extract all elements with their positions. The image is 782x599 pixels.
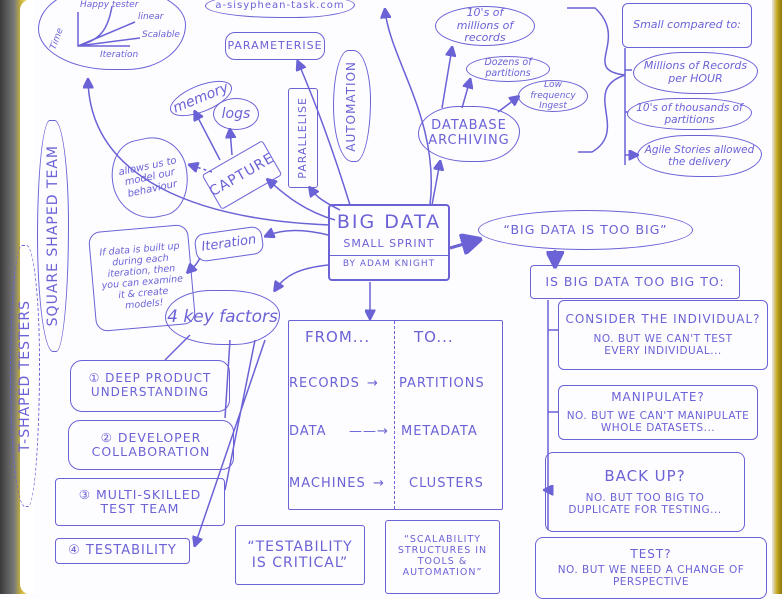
factor-label: ④ TESTABILITY — [68, 542, 177, 558]
author-label: BY ADAM KNIGHT — [330, 255, 448, 269]
records-bubble: 10's of millions of records — [435, 6, 535, 46]
link-capture-memory — [195, 112, 221, 161]
graph-x-label: Iteration — [100, 50, 139, 60]
graph-line-label: Scalable — [142, 30, 180, 40]
scalability-text: “SCALABILITY STRUCTURES IN TOOLS & AUTOM… — [397, 534, 488, 578]
link-db-ingest — [497, 97, 518, 113]
compared-item: Millions of Records per HOUR — [633, 52, 758, 94]
link-question-items — [545, 300, 558, 530]
compared-item-text: 10's of thousands of partitions — [636, 101, 743, 126]
factor-label: ③ MULTI-SKILLED TEST TEAM — [78, 486, 202, 516]
iteration-label: Iteration — [200, 231, 258, 255]
compared-item-text: Millions of Records per HOUR — [643, 59, 748, 85]
central-subtitle: SMALL SPRINT — [343, 236, 435, 250]
ingest-bubble: Low frequency Ingest — [518, 80, 588, 112]
t-testers-cloud: T-SHAPED TESTERS — [10, 245, 40, 507]
link-to-iteration — [266, 231, 329, 236]
link-db-partitions — [461, 80, 470, 109]
records-label: 10's of millions of records — [456, 6, 514, 45]
item-question: CONSIDER THE INDIVIDUAL? — [565, 312, 761, 327]
key-factors-cloud: 4 key factors — [165, 290, 280, 345]
link-to-parameterise — [298, 62, 351, 206]
parameterise-label: PARAMETERISE — [227, 38, 323, 52]
logs-label: logs — [221, 105, 251, 122]
scalability-box: “SCALABILITY STRUCTURES IN TOOLS & AUTOM… — [385, 520, 500, 594]
link-compared-items — [624, 48, 637, 165]
link-to-graph — [88, 80, 331, 226]
link-capture-note — [190, 165, 213, 173]
item-answer: NO. BUT WE NEED A CHANGE OF PERSPECTIVE — [557, 564, 745, 589]
item-answer: NO. BUT WE CAN'T TEST EVERY INDIVIDUAL..… — [593, 332, 733, 357]
too-big-question: IS BIG DATA TOO BIG TO: — [545, 273, 725, 289]
from-header: FROM... — [305, 328, 371, 346]
parameterise-box: PARAMETERISE — [225, 32, 325, 60]
database-archiving-cloud: DATABASE ARCHIVING — [418, 106, 520, 162]
too-big-question-box: IS BIG DATA TOO BIG TO: — [530, 265, 740, 299]
too-big-quote-text: “BIG DATA IS TOO BIG” — [503, 221, 668, 237]
item-question: BACK UP? — [604, 467, 686, 486]
to-header: TO... — [414, 328, 454, 346]
key-factors-label: 4 key factors — [167, 306, 278, 327]
link-to-toobig — [449, 240, 478, 248]
link-capture-logs — [230, 130, 232, 156]
ingest-label: Low frequency Ingest — [530, 80, 576, 112]
partitions-bubble: Dozens of partitions — [466, 56, 550, 82]
compared-item: Agile Stories allowed the delivery — [637, 135, 762, 177]
square-team-cloud: SQUARE SHAPED TEAM — [37, 120, 69, 352]
website-label: a-sisyphean-task.com — [215, 0, 345, 12]
compared-item: 10's of thousands of partitions — [627, 98, 752, 130]
link-to-website — [385, 10, 432, 206]
notebook-edge — [772, 0, 782, 594]
graph-line-label: Happy tester — [80, 0, 139, 10]
t-testers-label: T-SHAPED TESTERS — [16, 299, 33, 453]
from-cell: RECORDS — [289, 376, 360, 391]
from-cell: MACHINES — [289, 476, 366, 491]
link-to-capture — [268, 180, 336, 221]
too-big-quote: “BIG DATA IS TOO BIG” — [478, 210, 693, 250]
item-question: MANIPULATE? — [611, 389, 705, 404]
link-to-database — [431, 162, 440, 206]
factor-label: ① DEEP PRODUCT UNDERSTANDING — [88, 371, 212, 399]
graph-line-label: linear — [138, 12, 164, 22]
central-title-box: BIG DATA SMALL SPRINT BY ADAM KNIGHT — [328, 204, 450, 281]
link-iteration-note — [188, 257, 201, 272]
link-to-parallelise — [310, 188, 341, 211]
factor-item: ③ MULTI-SKILLED TEST TEAM — [55, 478, 225, 526]
to-cell: PARTITIONS — [399, 376, 485, 391]
factor-item: ② DEVELOPER COLLABORATION — [68, 420, 234, 470]
item-answer: NO. BUT TOO BIG TO DUPLICATE FOR TESTING… — [568, 491, 722, 516]
too-big-item: MANIPULATE? NO. BUT WE CAN'T MANIPULATE W… — [558, 385, 758, 440]
link-db-records — [441, 48, 452, 109]
parallelise-label: PARALLELISE — [295, 97, 309, 179]
compared-item-text: Agile Stories allowed the delivery — [644, 143, 755, 168]
factor-item: ④ TESTABILITY — [55, 538, 190, 564]
testability-critical-box: “TESTABILITY IS CRITICAL” — [235, 525, 365, 585]
logs-bubble: logs — [213, 98, 259, 130]
factor-item: ① DEEP PRODUCT UNDERSTANDING — [70, 360, 230, 412]
automation-label: AUTOMATION — [344, 60, 359, 152]
link-to-factors — [275, 264, 329, 290]
testability-critical-text: “TESTABILITY IS CRITICAL” — [247, 538, 353, 571]
table-divider — [394, 321, 395, 509]
factor-label: ② DEVELOPER COLLABORATION — [91, 429, 211, 459]
to-cell: CLUSTERS — [409, 476, 484, 491]
from-cell: DATA — [289, 424, 327, 439]
too-big-item: CONSIDER THE INDIVIDUAL? NO. BUT WE CAN'T… — [558, 300, 768, 370]
to-cell: METADATA — [401, 424, 478, 439]
central-title: BIG DATA — [336, 211, 442, 233]
item-question: TEST? — [630, 546, 672, 561]
automation-cloud: AUTOMATION — [333, 50, 371, 162]
compared-header: Small compared to: — [633, 18, 741, 32]
square-team-label: SQUARE SHAPED TEAM — [44, 145, 61, 327]
too-big-item: TEST? NO. BUT WE NEED A CHANGE OF PERSPEC… — [535, 537, 767, 599]
from-to-table: FROM...TO... RECORDS→PARTITIONS DATA——→M… — [288, 320, 503, 510]
model-note-text: allows us to model our behaviour — [117, 154, 179, 200]
database-archiving-label: DATABASE ARCHIVING — [428, 118, 510, 148]
compared-header-box: Small compared to: — [622, 3, 752, 48]
too-big-item: BACK UP? NO. BUT TOO BIG TO DUPLICATE FOR… — [545, 452, 745, 532]
link-factors-items — [164, 334, 266, 545]
partitions-label: Dozens of partitions — [484, 57, 532, 79]
item-answer: NO. BUT WE CAN'T MANIPULATE WHOLE DATASE… — [566, 410, 750, 435]
parallelise-box: PARALLELISE — [288, 88, 318, 188]
